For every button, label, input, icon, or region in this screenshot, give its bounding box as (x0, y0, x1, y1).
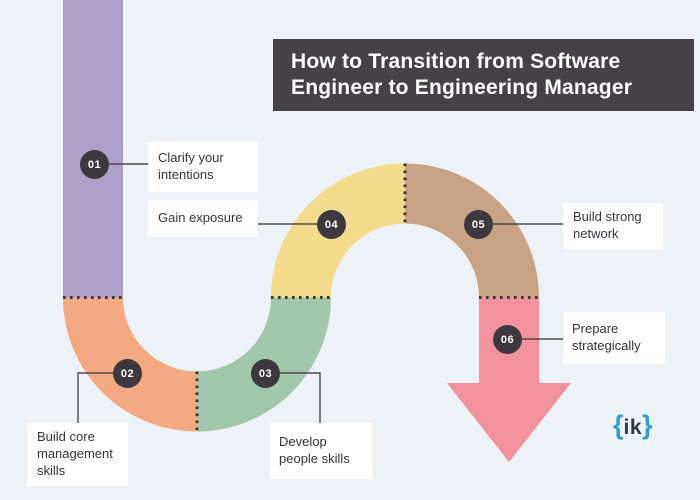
step-label-gain-exposure: Gain exposure (148, 200, 258, 237)
segment-1-clarify-intentions (63, 0, 123, 298)
ik-logo: { ik } (613, 410, 653, 441)
step-circle-6: 06 (493, 325, 522, 354)
step-label-build-core-skills: Build core management skills (27, 423, 128, 486)
logo-text: ik (623, 416, 643, 439)
step-circle-2: 02 (113, 359, 142, 388)
step-label-build-network: Build strong network (563, 203, 663, 249)
connector-step-2 (77, 372, 127, 423)
step-circle-3: 03 (251, 359, 280, 388)
connector-step-3 (265, 372, 321, 423)
step-circle-4: 04 (317, 210, 346, 239)
step-circle-1: 01 (80, 150, 109, 179)
page-title: How to Transition from Software Engineer… (273, 39, 694, 111)
logo-open-brace: { (613, 410, 624, 440)
step-circle-5: 05 (464, 210, 493, 239)
step-label-develop-people-skills: Develop people skills (270, 423, 372, 479)
step-label-prepare-strategically: Prepare strategically (563, 312, 665, 364)
step-label-clarify-intentions: Clarify your intentions (148, 142, 258, 192)
arrowhead-icon (447, 383, 571, 462)
logo-close-brace: } (642, 410, 653, 440)
